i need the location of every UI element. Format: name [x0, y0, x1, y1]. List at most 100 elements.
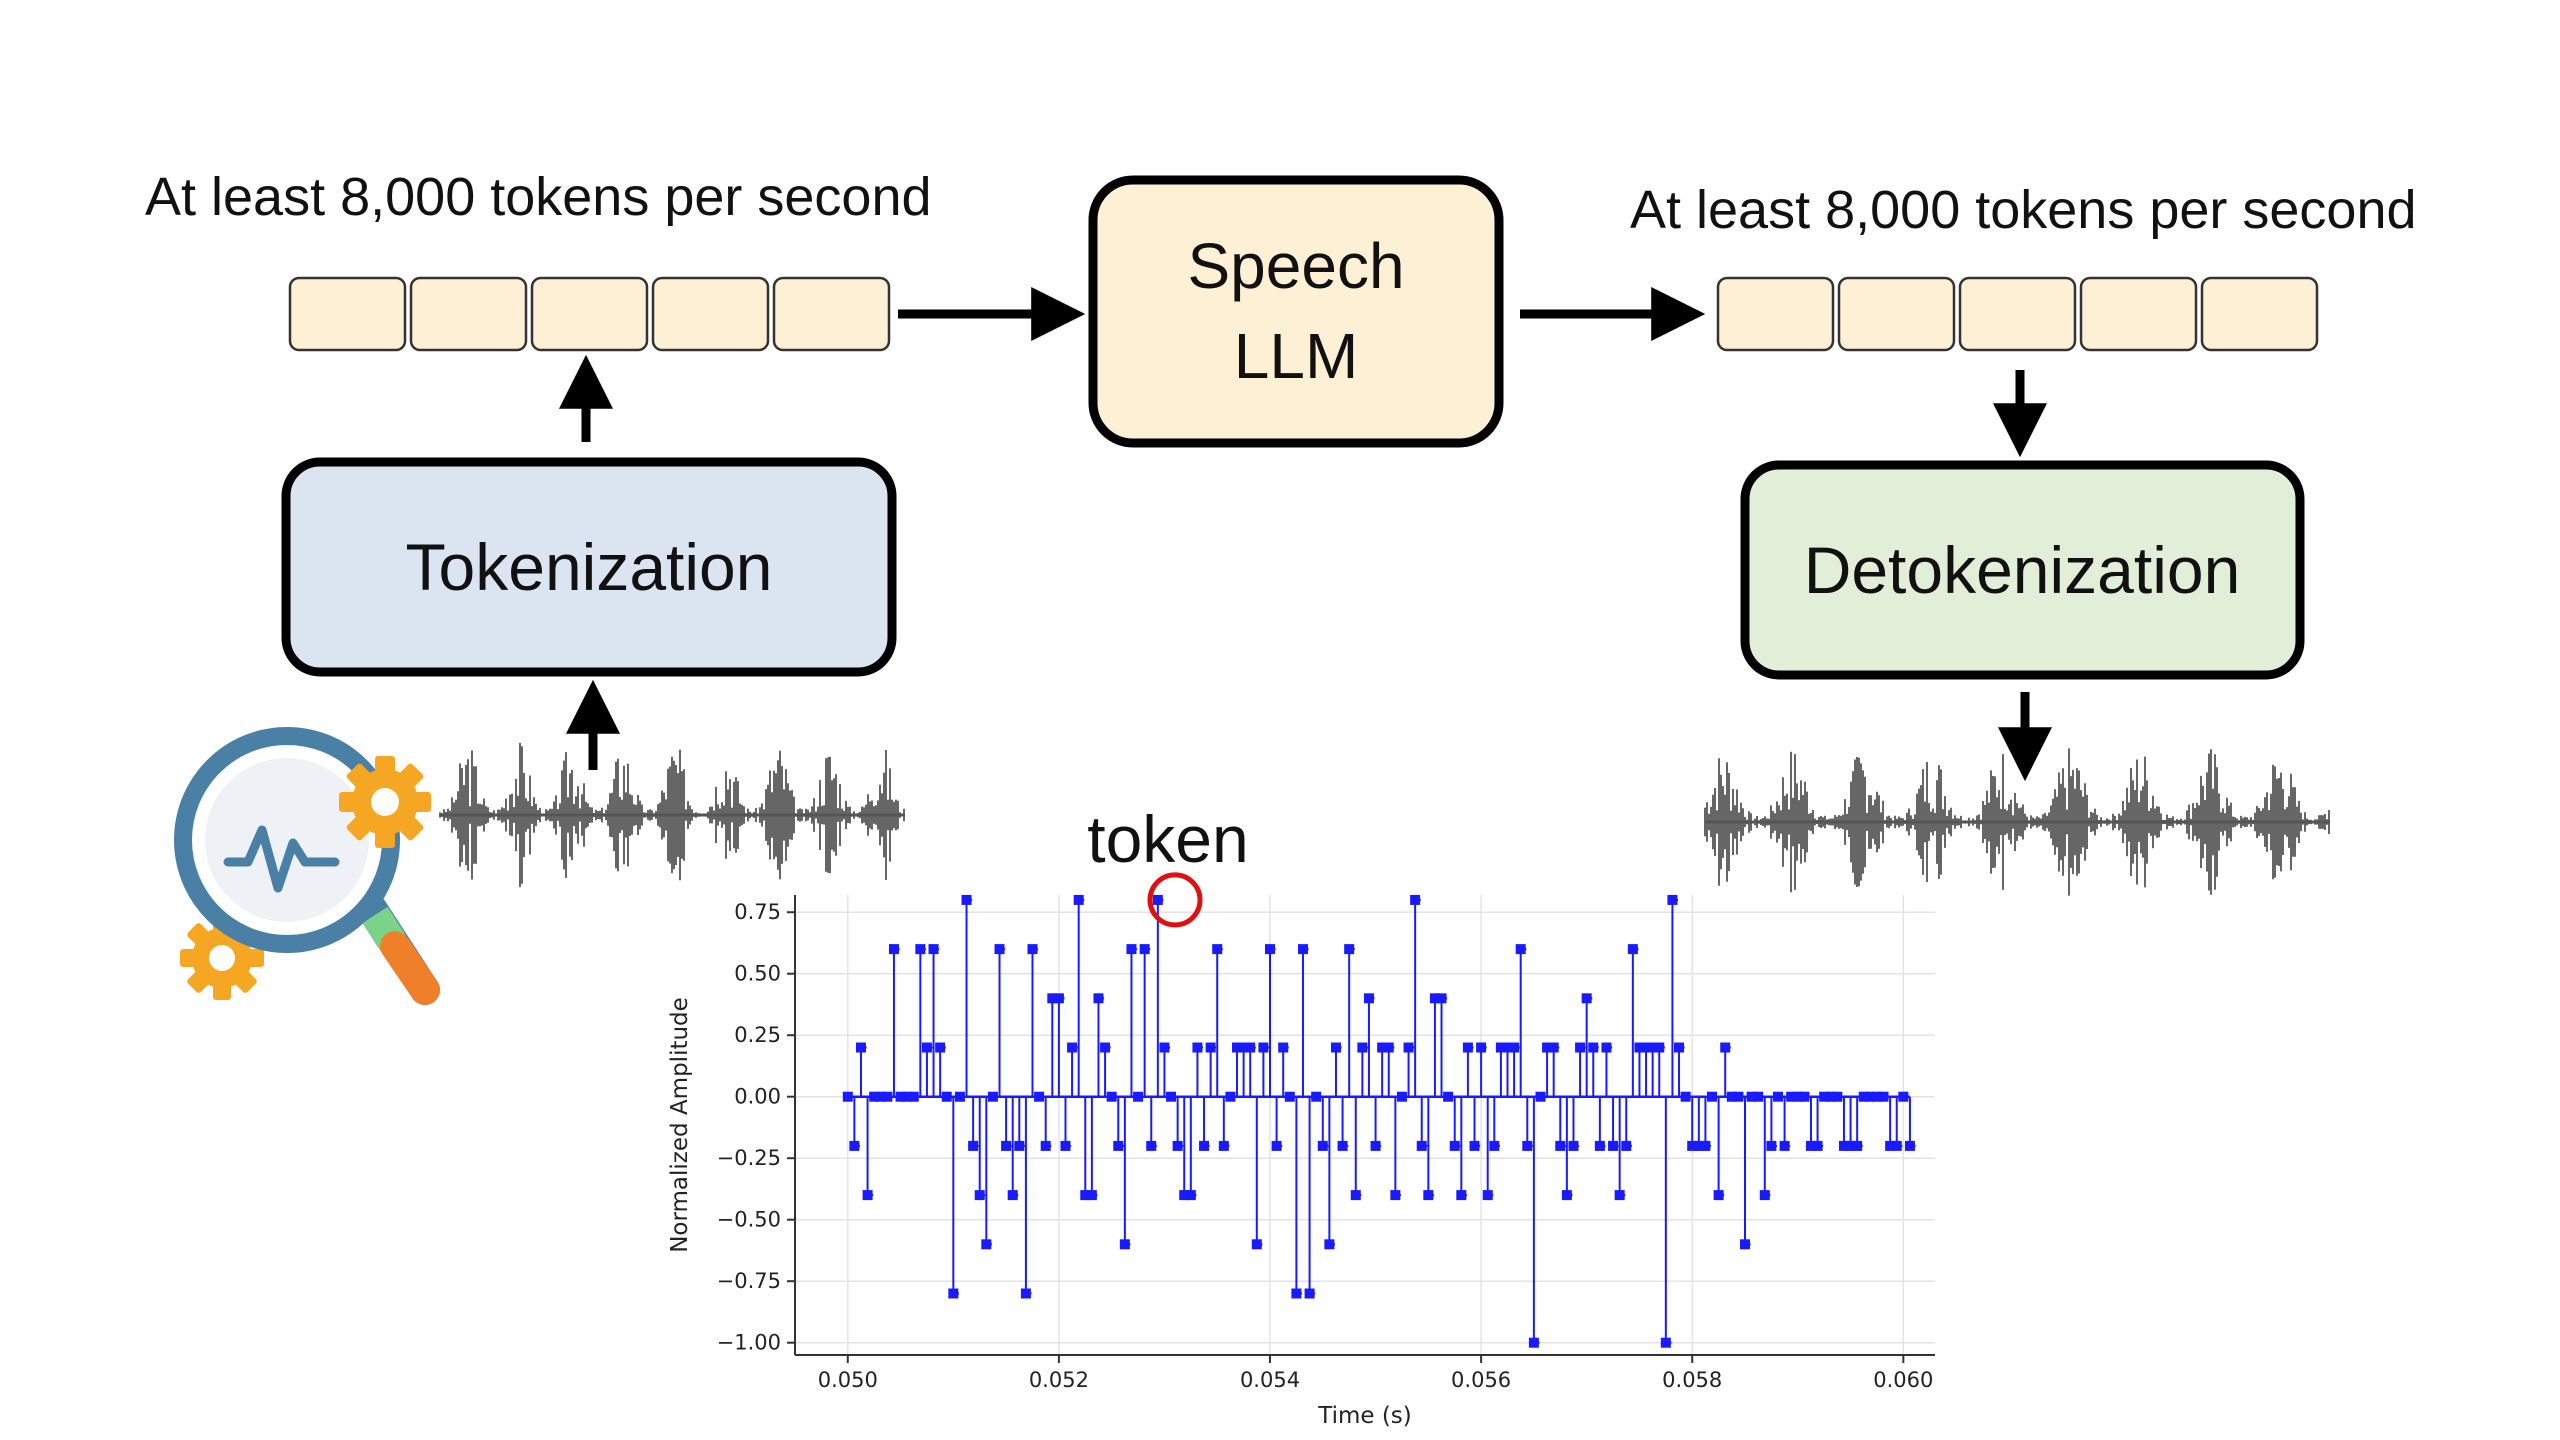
data-point [1080, 1190, 1091, 1201]
data-point [1845, 1140, 1856, 1151]
speech-llm-label-line1: Speech [1187, 230, 1404, 302]
data-point [1166, 1091, 1177, 1102]
data-point [1106, 1091, 1117, 1102]
data-point [1113, 1140, 1124, 1151]
data-point [1528, 1337, 1539, 1348]
data-point [1799, 1091, 1810, 1102]
speech-llm-box [1088, 175, 1504, 448]
data-point [1383, 1042, 1394, 1053]
data-point [1542, 1042, 1553, 1053]
y-tick-label: −0.25 [717, 1146, 781, 1170]
data-point [1245, 1042, 1256, 1053]
data-point [862, 1190, 873, 1201]
data-point [1858, 1091, 1869, 1102]
data-point [1535, 1091, 1546, 1102]
data-point [1291, 1288, 1302, 1299]
data-point [1786, 1091, 1797, 1102]
data-point [1674, 1042, 1685, 1053]
data-point [1119, 1239, 1130, 1250]
y-tick-label: 0.75 [734, 900, 781, 924]
output-token-cell [1958, 276, 2077, 352]
data-point [1027, 944, 1038, 955]
data-point [1700, 1140, 1711, 1151]
data-point [869, 1091, 880, 1102]
data-point [888, 944, 899, 955]
input-rate-label: At least 8,000 tokens per second [145, 167, 932, 227]
tokenization-box [281, 457, 897, 677]
data-point [1707, 1091, 1718, 1102]
data-point [1509, 1042, 1520, 1053]
data-point [1047, 993, 1058, 1004]
data-point [1885, 1140, 1896, 1151]
data-point [1726, 1091, 1737, 1102]
y-tick-label: −0.50 [717, 1208, 781, 1232]
data-point [1100, 1042, 1111, 1053]
data-point [1311, 1091, 1322, 1102]
data-point [1852, 1140, 1863, 1151]
data-point [1146, 1140, 1157, 1151]
data-point [1647, 1042, 1658, 1053]
data-point [1495, 1042, 1506, 1053]
data-point [1456, 1190, 1467, 1201]
data-point [1753, 1091, 1764, 1102]
output-token-sequence [1716, 276, 2319, 352]
data-point [882, 1091, 893, 1102]
data-point [1548, 1042, 1559, 1053]
data-point [974, 1190, 985, 1201]
data-point [1462, 1042, 1473, 1053]
data-point [1594, 1140, 1605, 1151]
data-point [1891, 1140, 1902, 1151]
data-point [921, 1042, 932, 1053]
data-point [1429, 993, 1440, 1004]
data-point [1403, 1042, 1414, 1053]
input-token-cell [651, 276, 770, 352]
data-point [987, 1091, 998, 1102]
data-point [1370, 1140, 1381, 1151]
y-tick-label: −0.75 [717, 1269, 781, 1293]
data-point [1792, 1091, 1803, 1102]
data-point [1746, 1091, 1757, 1102]
data-point [1476, 1042, 1487, 1053]
data-point [1073, 894, 1084, 905]
data-point [1601, 1042, 1612, 1053]
data-point [1001, 1140, 1012, 1151]
data-point [1416, 1140, 1427, 1151]
data-point [1060, 1140, 1071, 1151]
data-point [1034, 1091, 1045, 1102]
data-point [842, 1091, 853, 1102]
detokenization-label: Detokenization [1804, 533, 2241, 607]
data-point [1641, 1042, 1652, 1053]
x-tick-label: 0.054 [1240, 1368, 1300, 1392]
data-point [1205, 1042, 1216, 1053]
data-point [1357, 1042, 1368, 1053]
y-axis-label: Normalized Amplitude [667, 997, 693, 1253]
data-point [1317, 1140, 1328, 1151]
data-point [1772, 1091, 1783, 1102]
data-point [948, 1288, 959, 1299]
waveform-icon [439, 742, 905, 888]
waveform-icon [1704, 748, 2330, 896]
input-token-cell [772, 276, 891, 352]
input-token-cell [288, 276, 407, 352]
data-point [1304, 1288, 1315, 1299]
data-point [1344, 944, 1355, 955]
x-tick-label: 0.050 [818, 1368, 878, 1392]
data-point [1680, 1091, 1691, 1102]
data-point [1390, 1190, 1401, 1201]
y-tick-label: 0.00 [734, 1085, 781, 1109]
data-point [1581, 993, 1592, 1004]
data-point [895, 1091, 906, 1102]
data-point [1515, 944, 1526, 955]
data-point [1423, 1190, 1434, 1201]
data-point [1654, 1042, 1665, 1053]
input-token-sequence [288, 276, 891, 352]
data-point [1759, 1190, 1770, 1201]
data-point [1350, 1190, 1361, 1201]
data-point [1443, 1091, 1454, 1102]
data-point [1575, 1042, 1586, 1053]
x-axis-label: Time (s) [1317, 1403, 1412, 1429]
magnifier-icon [174, 727, 440, 1005]
data-point [1396, 1091, 1407, 1102]
x-tick-label: 0.052 [1029, 1368, 1089, 1392]
data-point [961, 894, 972, 905]
